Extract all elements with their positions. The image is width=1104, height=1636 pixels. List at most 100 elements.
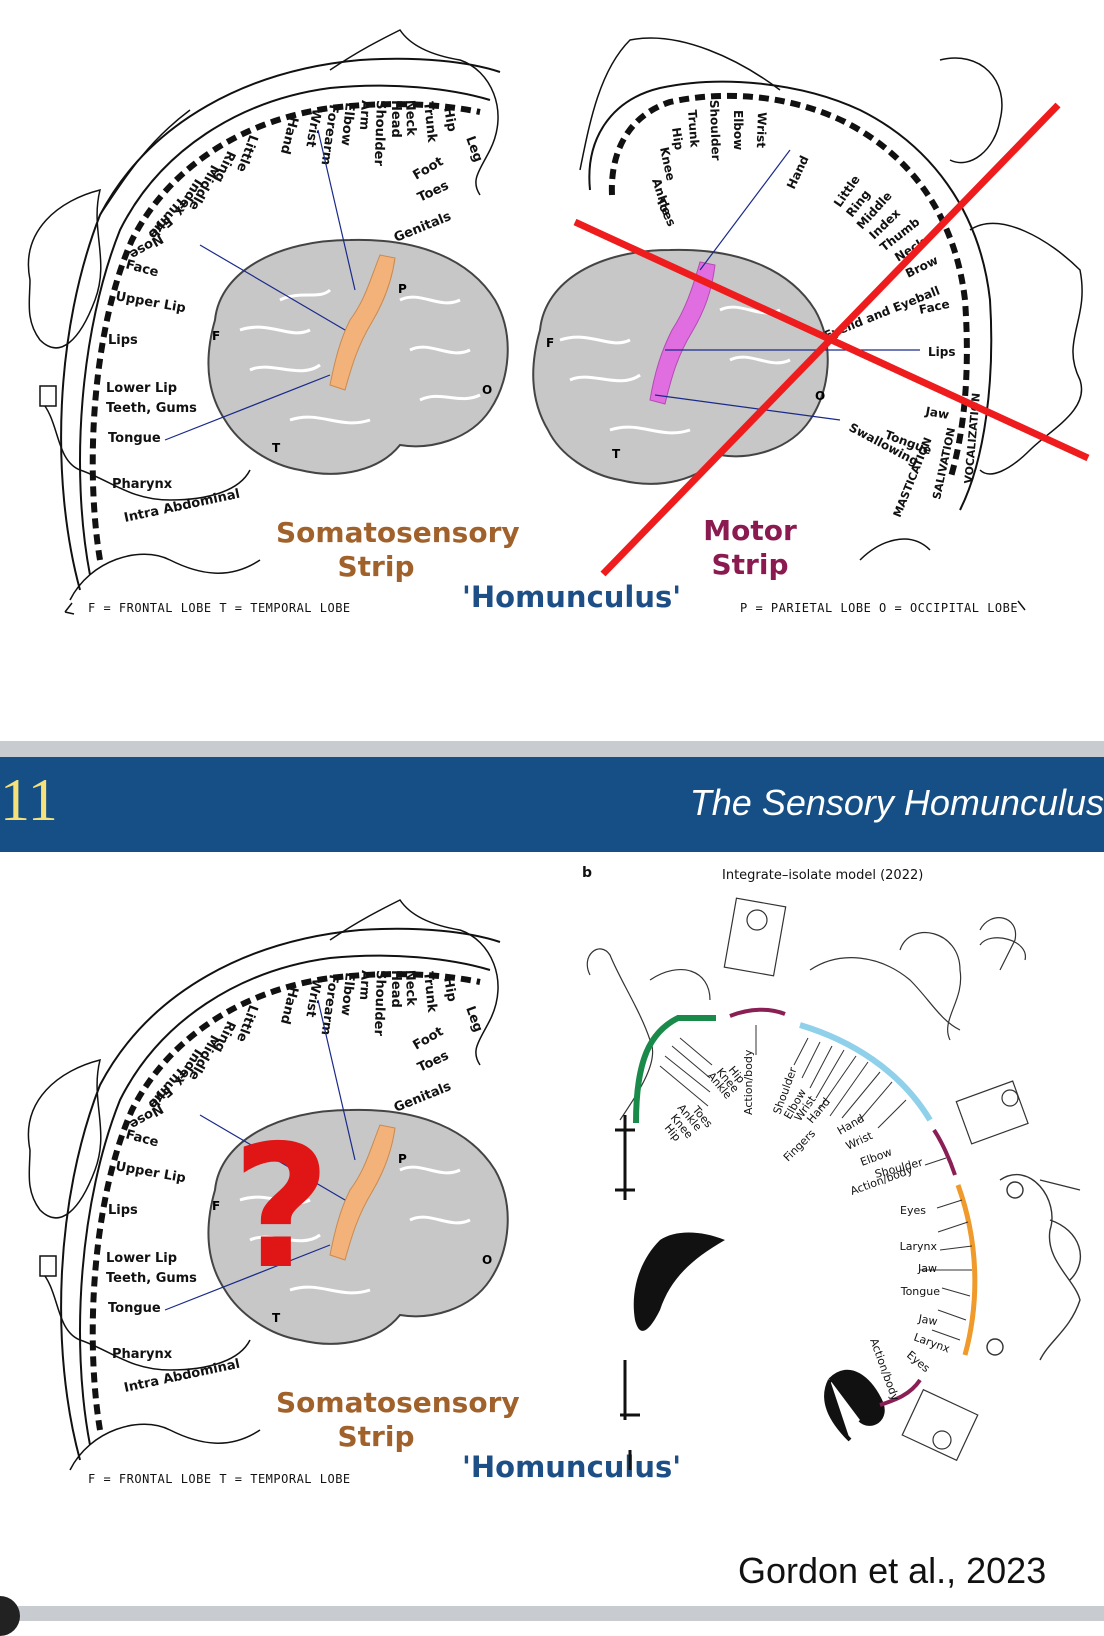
integrate-isolate-model: b Integrate–isolate model (2022) H [582,865,1081,1470]
svg-text:Hip: Hip [669,126,686,151]
svg-text:Toes: Toes [415,1048,451,1075]
svg-text:Wrist: Wrist [302,107,324,148]
svg-text:Elbow: Elbow [337,972,356,1017]
svg-text:T: T [272,1311,281,1325]
action-arc-mid [932,1128,957,1176]
svg-text:Face: Face [124,1127,160,1150]
somatosensory-strip-title-bottom: Somatosensory Strip [276,1386,520,1453]
svg-text:O: O [815,389,825,403]
svg-text:Tongue: Tongue [108,1301,161,1316]
svg-text:Eyes: Eyes [904,1348,932,1375]
svg-text:Lips: Lips [928,345,956,359]
svg-text:Upper Lip: Upper Lip [114,1159,186,1186]
svg-text:Leg: Leg [462,134,485,164]
svg-text:Intra Abdominal: Intra Abdominal [123,1357,242,1396]
svg-text:Tongue: Tongue [108,431,161,446]
somatosensory-strip-title: Somatosensory Strip [276,516,520,583]
puppet-figure-bottom [901,1388,979,1462]
sensory-ribbon [89,101,481,561]
svg-text:P: P [398,1152,407,1166]
parietal-occipital-key: P = PARIETAL LOBE O = OCCIPITAL LOBE [740,601,1019,615]
svg-text:Elbow: Elbow [731,110,745,150]
brain-right [532,248,829,485]
svg-text:Eyes: Eyes [900,1204,926,1217]
sketch-fork [824,1369,885,1442]
svg-text:F: F [212,329,220,343]
svg-text:Upper Lip: Upper Lip [114,289,186,316]
slide-number: 11 [0,767,58,833]
svg-text:P: P [398,282,407,296]
svg-text:Arm: Arm [356,970,373,1001]
svg-text:Pharynx: Pharynx [112,1347,173,1362]
homunculus-title-top: 'Homunculus' [462,580,682,614]
svg-text:Foot: Foot [411,1024,447,1053]
svg-text:Lower Lip: Lower Lip [106,381,177,396]
svg-text:Trunk: Trunk [420,971,439,1014]
svg-text:Jaw: Jaw [917,1262,937,1275]
svg-text:Face: Face [918,297,951,317]
somatosensory-diagram-bottom: Hip Trunk Neck Head Shoulder Arm Elbow F… [27,899,509,1471]
motor-ribbon [608,92,970,481]
sketch-blob [633,1232,725,1331]
homunculus-diagram-top: Hip Trunk Neck Head Shoulder Arm Elbow F… [27,29,1090,615]
frontal-temporal-key-bottom: F = FRONTAL LOBE T = TEMPORAL LOBE [88,1472,351,1486]
homunculus-title-bottom: 'Homunculus' [462,1450,682,1484]
svg-text:Wrist: Wrist [302,977,324,1018]
sensory-face-figure [27,188,102,349]
sensory-leg-figure [329,29,499,196]
svg-text:Trunk: Trunk [420,101,439,144]
sketch-vertical [615,1115,635,1200]
hand-arc [799,1022,933,1122]
svg-text:Neck: Neck [402,100,418,137]
hand-figure [809,932,962,1041]
brain-left [207,238,509,475]
svg-text:Larynx: Larynx [900,1240,938,1253]
svg-text:Lips: Lips [108,333,138,348]
foot-arc [633,1015,716,1124]
svg-text:Shoulder: Shoulder [371,970,388,1037]
action-arc-top [729,1007,786,1018]
svg-text:T: T [272,441,281,455]
svg-text:Leg: Leg [462,1004,485,1034]
svg-text:O: O [482,1253,492,1267]
svg-text:Lower Lip: Lower Lip [106,1251,177,1266]
sensory-labels: Hip Trunk Neck Head Shoulder Arm Elbow F… [106,100,485,526]
svg-text:Hip: Hip [440,976,459,1003]
svg-text:Elbow: Elbow [337,102,356,147]
svg-text:Teeth, Gums: Teeth, Gums [106,1271,197,1286]
svg-text:Head: Head [388,100,403,138]
svg-text:F: F [546,336,554,350]
svg-text:F: F [212,1199,220,1213]
model-title: Integrate–isolate model (2022) [722,868,923,883]
motor-hand-figure [939,57,1003,164]
motor-cortex-arc [588,80,993,511]
svg-text:Head: Head [388,970,403,1008]
question-mark: ? [232,1109,331,1307]
svg-text:Shoulder: Shoulder [707,100,723,161]
svg-text:Jaw: Jaw [923,404,950,422]
svg-text:Intra Abdominal: Intra Abdominal [123,487,242,526]
svg-text:Ankle: Ankle [649,177,674,218]
motor-strip-title: Motor Strip [703,514,797,581]
motor-strip [649,261,716,405]
mouth-face-figure [999,1173,1081,1361]
somatosensory-strip [329,254,396,391]
motor-face-figure [969,222,1083,475]
mouth-arc [955,1184,978,1356]
svg-text:Tongue: Tongue [900,1285,941,1298]
svg-text:Wrist: Wrist [754,112,769,149]
puppet-figure-top [723,897,787,977]
svg-text:Arm: Arm [356,100,373,131]
svg-text:Neck: Neck [402,970,418,1007]
svg-text:Teeth, Gums: Teeth, Gums [106,401,197,416]
svg-text:Trunk: Trunk [685,109,702,149]
puppet-figure-mid [955,1080,1029,1145]
cross-out-line-2 [600,102,1061,577]
foot-figure [586,948,711,1121]
frontal-temporal-key-top: F = FRONTAL LOBE T = TEMPORAL LOBE [88,601,351,615]
slide-title: The Sensory Homunculus [689,782,1104,823]
svg-text:Face: Face [124,257,160,280]
bottom-bar [0,1606,1104,1621]
citation: Gordon et al., 2023 [738,1550,1047,1591]
panel-letter: b [582,865,592,881]
